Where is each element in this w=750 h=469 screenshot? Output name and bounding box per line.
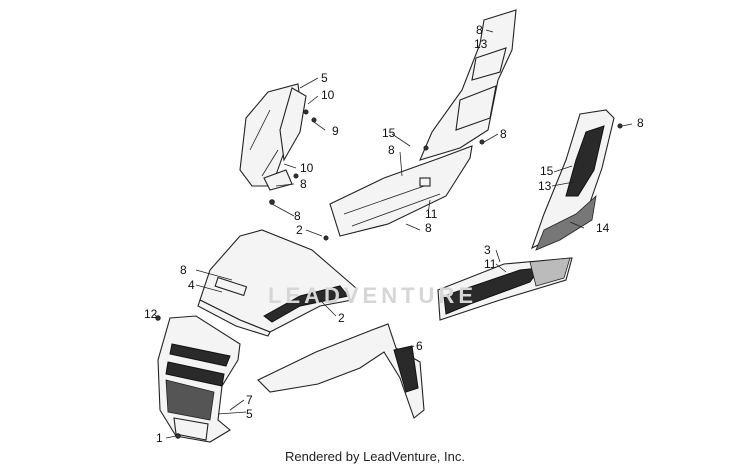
callout-label: 14 [596,221,610,235]
side-upper-panel-left [239,83,307,205]
callout-label: 8 [500,127,507,141]
side-panel-center [329,145,473,237]
rivet-icon [423,145,429,151]
callout-label: 8 [388,143,395,157]
callout-label: 8 [476,23,483,37]
callout-label: 8 [294,209,301,223]
callout-label: 8 [425,221,432,235]
callout-label: 8 [180,263,187,277]
callout-label: 5 [321,71,328,85]
render-credit: Rendered by LeadVenture, Inc. [285,449,465,464]
side-panel-lower-decal [437,257,573,321]
callout-label: 10 [300,161,314,175]
rivet-icon [303,109,309,115]
side-panel-right [531,109,615,251]
callout-label: 15 [540,164,554,178]
callout-labels: 8 13 5 10 9 15 8 8 8 10 8 8 15 13 2 8 11… [144,23,644,445]
callout-label: 11 [484,257,497,271]
callout-label: 7 [246,393,253,407]
callout-label: 3 [484,243,491,257]
side-upper-panel-right [419,9,517,161]
rivet-icon [323,235,329,241]
rivet-icon [617,123,623,129]
callout-label: 15 [382,126,396,140]
front-fascia [157,315,241,443]
callout-label: 2 [296,223,303,237]
callout-label: 5 [246,407,253,421]
callout-label: 2 [338,311,345,325]
rivet-icon [479,139,485,145]
rivet-icon [311,117,317,123]
callout-label: 4 [188,278,195,292]
callout-label: 13 [474,37,488,51]
callout-label: 12 [144,307,158,321]
callout-label: 8 [300,177,307,191]
callout-label: 8 [637,116,644,130]
watermark-text: LEADVENTURE [268,283,478,308]
callout-label: 9 [332,124,339,138]
hood [197,229,357,337]
callout-label: 1 [156,431,163,445]
callout-label: 6 [416,339,423,353]
callout-label: 10 [321,88,335,102]
rivet-icon [175,433,181,439]
leader-lines [153,29,633,439]
rivet-icon [293,173,299,179]
callout-label: 11 [425,207,438,221]
lower-fender [257,323,425,419]
callout-label: 13 [538,179,552,193]
screw-icon [269,199,275,205]
